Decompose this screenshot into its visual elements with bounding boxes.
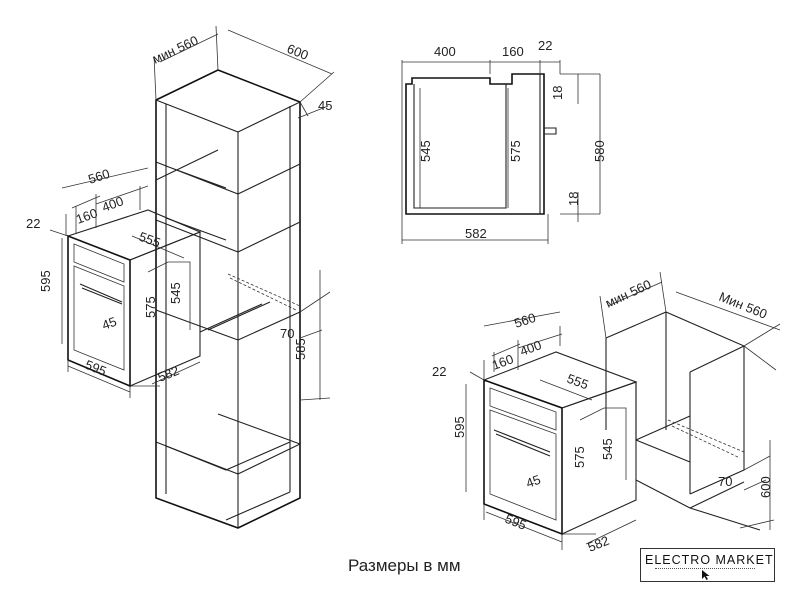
oven-side-view: [401, 60, 601, 244]
niche-min-width-label: мин 560: [603, 277, 653, 311]
cabinet-niche-height-label: 585: [293, 338, 308, 360]
oven-right-h575-label: 575: [572, 446, 587, 468]
side-w160-label: 160: [502, 44, 524, 59]
side-h545-label: 545: [418, 140, 433, 162]
oven-right-handle-label: 45: [524, 472, 543, 491]
oven-right-height-label: 595: [452, 416, 467, 438]
cabinet-ventilation-label: 70: [280, 326, 294, 341]
cabinet-depth-label: 600: [285, 41, 311, 63]
oven-right-inner-depth-label: 555: [565, 371, 591, 393]
oven-left-height-label: 595: [38, 270, 53, 292]
side-h18-bottom-label: 18: [566, 192, 581, 206]
oven-left: [49, 167, 202, 398]
logo-text: ELECTRO MARKET: [645, 553, 774, 567]
oven-right-body-depth-label: 582: [586, 533, 612, 555]
oven-left-handle-label: 45: [100, 314, 119, 333]
cursor-arrow-icon: [702, 570, 710, 580]
oven-right-front-width-label: 595: [503, 511, 529, 533]
oven-left-width-label: 560: [86, 166, 111, 187]
oven-left-h575-label: 575: [143, 296, 158, 318]
tall-cabinet: [153, 25, 335, 529]
side-h580-label: 580: [592, 140, 607, 162]
oven-left-frame-label: 22: [26, 216, 40, 231]
dimensions-caption: Размеры в мм: [348, 556, 461, 575]
oven-left-h545-label: 545: [168, 282, 183, 304]
oven-right: [465, 311, 638, 550]
oven-right-h545-label: 545: [600, 438, 615, 460]
side-w22-label: 22: [538, 38, 552, 53]
oven-right-frame-label: 22: [432, 364, 446, 379]
niche-ventilation-label: 70: [718, 474, 732, 489]
cabinet-min-width-label: мин 560: [150, 33, 200, 67]
side-h575-label: 575: [508, 140, 523, 162]
electro-market-logo: ELECTRO MARKET: [640, 548, 775, 582]
oven-left-inner-depth-label: 555: [137, 229, 163, 251]
oven-right-w160-label: 160: [490, 351, 516, 373]
side-depth-label: 582: [465, 226, 487, 241]
side-h18-top-label: 18: [550, 86, 565, 100]
undercounter-niche: [599, 271, 781, 531]
oven-right-w400-label: 400: [518, 337, 544, 359]
niche-height-label: 600: [758, 476, 773, 498]
cabinet-top-gap-label: 45: [318, 98, 332, 113]
oven-left-w400-label: 400: [100, 193, 126, 215]
side-w400-label: 400: [434, 44, 456, 59]
oven-right-width-label: 560: [512, 310, 537, 331]
logo-underline: [655, 568, 755, 571]
oven-left-w160-label: 160: [74, 205, 100, 227]
